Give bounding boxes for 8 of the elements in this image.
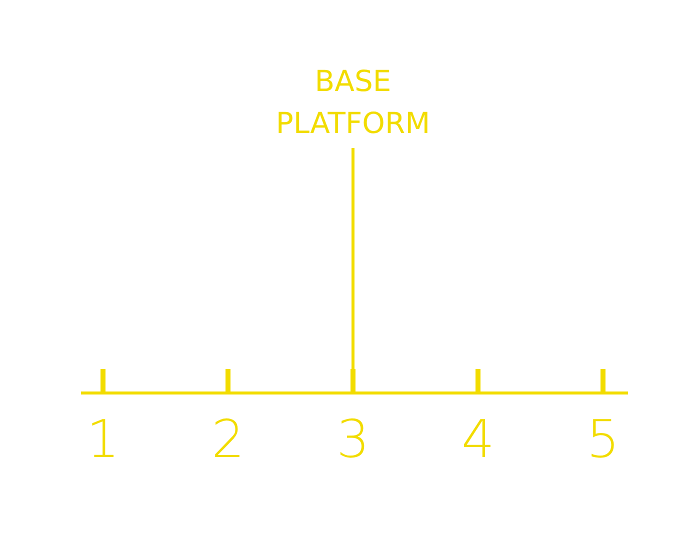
- leader-line: [352, 148, 354, 369]
- scale-number: 5: [585, 410, 621, 470]
- scale-number: 3: [335, 410, 371, 470]
- scale-number: 4: [460, 410, 496, 470]
- callout-label: BASE PLATFORM: [274, 63, 432, 142]
- scale-number: 1: [85, 410, 121, 470]
- scale-number: 2: [210, 410, 246, 470]
- scale-axis: [81, 369, 628, 395]
